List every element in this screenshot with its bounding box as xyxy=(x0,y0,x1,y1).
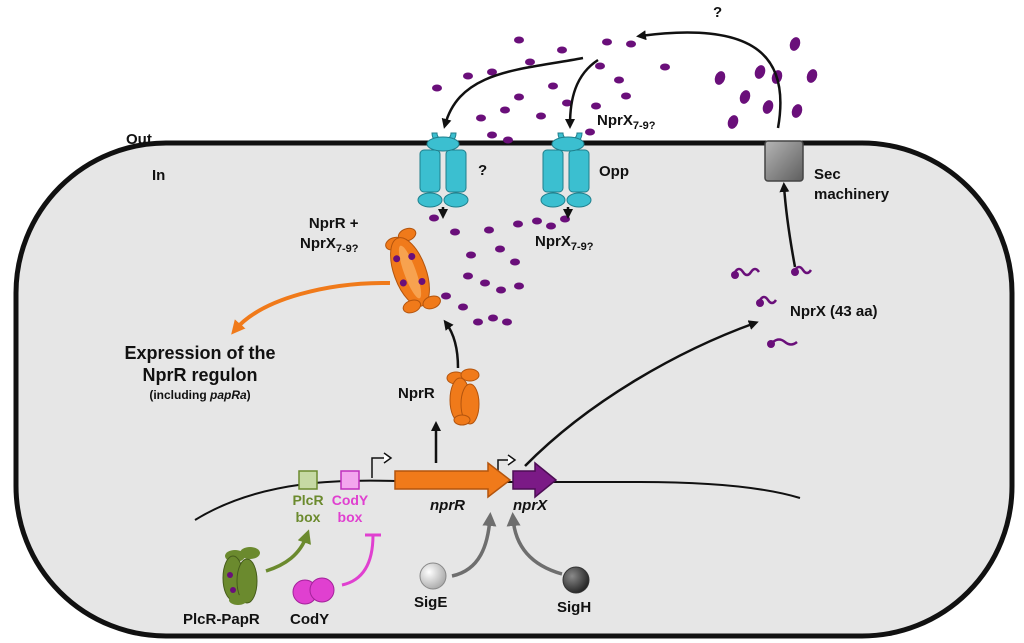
label-gene-nprr: nprR xyxy=(430,497,465,514)
sige-arrow xyxy=(451,512,497,578)
label-nprx-extracellular-sub: 7-9? xyxy=(632,120,656,132)
label-plcr-papr: PlcR-PapR xyxy=(183,611,260,628)
label-cody-box-line1: CodY xyxy=(331,492,369,508)
black-arrows xyxy=(431,30,797,467)
transporter-unknown-icon xyxy=(417,132,469,208)
label-complex: NprR + NprX7-9? xyxy=(300,214,358,259)
label-in: In xyxy=(152,167,166,184)
label-regulon-line3-italic: papRa xyxy=(209,388,247,402)
label-gene-nprx: nprX xyxy=(513,497,548,514)
intracellular-peptides xyxy=(429,214,570,326)
label-nprx-extracellular-base: NprX xyxy=(597,112,633,129)
label-nprx-intracellular-sub: 7-9? xyxy=(570,241,594,253)
regulon-arrow xyxy=(231,280,391,335)
sec-machinery-icon xyxy=(764,140,804,182)
nprr-gene-arrow xyxy=(394,461,512,499)
label-nprx-intracellular-base: NprX xyxy=(535,233,571,250)
arrow-gene-to-nprx xyxy=(524,320,759,467)
nprx-gene-arrow xyxy=(512,461,558,499)
label-nprr-protein: NprR xyxy=(398,385,435,402)
sigh-arrow xyxy=(506,512,563,576)
arrow-nprx-to-sec xyxy=(779,182,797,268)
label-sec-line1: Sec xyxy=(814,166,841,183)
label-plcr-box-line2: box xyxy=(295,509,321,525)
arrow-nprr-to-complex xyxy=(443,319,460,369)
label-plcr-box: PlcR box xyxy=(290,492,326,526)
opp-transporter-icon xyxy=(540,132,592,208)
nprr-protein-icon xyxy=(446,368,480,426)
label-regulon-line1: Expression of the xyxy=(124,343,276,363)
sige-icon xyxy=(419,562,447,590)
label-regulon-line3-prefix: (including xyxy=(149,388,210,402)
label-sec: Sec machinery xyxy=(814,165,889,205)
label-cody-box: CodY box xyxy=(330,492,370,526)
label-complex-line2-sub: 7-9? xyxy=(335,243,359,255)
plcr-papr-icon xyxy=(222,547,260,605)
label-out: Out xyxy=(126,131,152,148)
arrow-to-transporter-1 xyxy=(441,56,584,129)
sigh-icon xyxy=(562,566,590,594)
cody-icon xyxy=(292,577,335,605)
nprr-nprx-complex-icon xyxy=(385,227,441,314)
label-regulon: Expression of the NprR regulon (includin… xyxy=(100,342,300,404)
arrow-recycle-top xyxy=(636,30,782,129)
label-complex-line1: NprR + xyxy=(308,215,359,232)
plcr-activation-arrow xyxy=(265,529,311,573)
label-question-top: ? xyxy=(713,4,723,21)
label-nprx-extracellular: NprX7-9? xyxy=(597,112,655,132)
label-cody: CodY xyxy=(290,611,330,628)
label-sigh: SigH xyxy=(557,599,592,616)
label-regulon-line2: NprR regulon xyxy=(142,365,258,385)
label-sec-line2: machinery xyxy=(814,186,890,203)
nprx-propeptides xyxy=(731,265,813,348)
bacterial-cell xyxy=(13,140,1015,639)
label-nprx-intracellular: NprX7-9? xyxy=(535,233,593,253)
label-question-transporter: ? xyxy=(478,162,488,179)
promoter-icon xyxy=(371,452,517,478)
label-opp: Opp xyxy=(599,163,629,180)
cody-box-icon xyxy=(340,470,360,490)
plcr-box-icon xyxy=(298,470,318,490)
arrow-to-transporter-2 xyxy=(565,58,599,129)
label-regulon-line3-suffix: ) xyxy=(246,388,251,402)
cody-repression-line xyxy=(341,533,381,587)
label-plcr-box-line1: PlcR xyxy=(292,492,324,508)
label-complex-line2-base: NprX xyxy=(300,235,336,252)
label-nprx-propeptide: NprX (43 aa) xyxy=(790,303,878,320)
label-cody-box-line2: box xyxy=(337,509,363,525)
label-sige: SigE xyxy=(414,594,448,611)
